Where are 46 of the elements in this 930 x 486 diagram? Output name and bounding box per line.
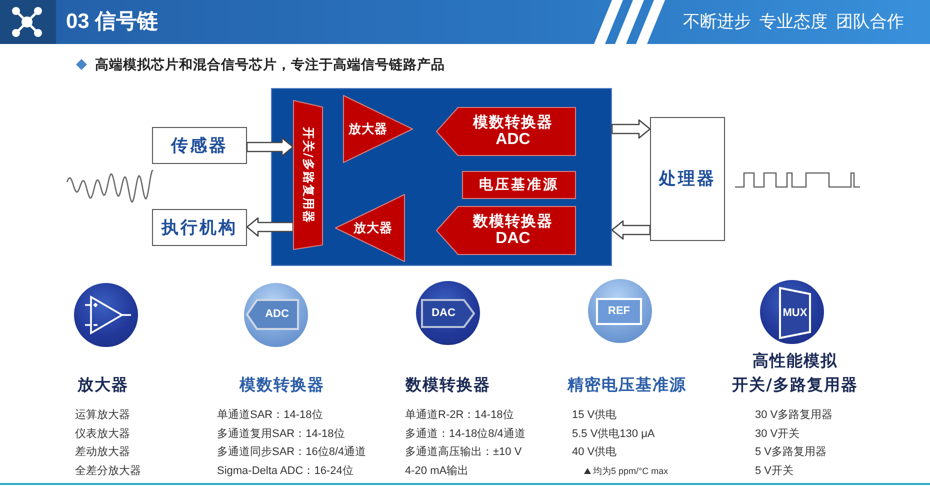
spec-item: 多通道：14-18位8/4通道 bbox=[405, 426, 526, 440]
spec-item: 5 V开关 bbox=[755, 464, 794, 478]
pentagon-tag: DAC bbox=[421, 299, 475, 328]
block-arrow bbox=[246, 137, 294, 157]
spec-item: 全差分放大器 bbox=[75, 464, 141, 478]
chip-block bbox=[271, 88, 612, 266]
actuator-box: 执行机构 bbox=[152, 209, 247, 246]
product-heading: 数模转换器 bbox=[406, 374, 490, 396]
converter-pentagon: 模数转换器 ADC bbox=[436, 107, 576, 156]
sensor-box: 传感器 bbox=[152, 127, 247, 164]
spec-item: 5 V多路复用器 bbox=[755, 445, 827, 459]
amplifier-triangle: 放大器 bbox=[335, 194, 405, 262]
spec-item: 30 V开关 bbox=[755, 426, 800, 440]
spec-item: 多通道同步SAR：16位8/4通道 bbox=[217, 445, 366, 459]
rectangle-tag: REF bbox=[596, 298, 642, 325]
spec-item: 运算放大器 bbox=[75, 408, 130, 422]
spec-item: 多通道高压输出：±10 V bbox=[405, 445, 522, 459]
spec-item: 15 V供电 bbox=[572, 408, 617, 422]
spec-item: Sigma-Delta ADC：16-24位 bbox=[217, 464, 354, 478]
block-arrow bbox=[611, 119, 651, 139]
spec-item: 仪表放大器 bbox=[75, 426, 130, 440]
spec-item: 4-20 mA输出 bbox=[405, 464, 469, 478]
footnote: 均为5 ppm/°C max bbox=[593, 464, 668, 476]
processor-box: 处理器 bbox=[650, 117, 725, 241]
amplifier-triangle: 放大器 bbox=[343, 95, 413, 163]
trapezoid-tag: MUX bbox=[779, 287, 811, 339]
product-heading: 高性能模拟开关/多路复用器 bbox=[732, 350, 858, 396]
multiplexer-trapezoid: 开关/多路复用器 bbox=[293, 100, 323, 250]
page-title: 03 信号链 bbox=[66, 9, 158, 35]
spec-item: 差动放大器 bbox=[75, 445, 130, 459]
spec-item: 40 V供电 bbox=[572, 445, 617, 459]
spec-item: 5.5 V供电130 μA bbox=[572, 426, 655, 440]
spec-item: 30 V多路复用器 bbox=[755, 408, 833, 422]
block-arrow bbox=[611, 220, 651, 240]
reference-box: 电压基准源 bbox=[462, 171, 576, 199]
spec-item: 单通道SAR：14-18位 bbox=[217, 408, 323, 422]
subtitle: 高端模拟芯片和混合信号芯片，专注于高端信号链路产品 bbox=[95, 56, 445, 74]
converter-pentagon: 数模转换器 DAC bbox=[436, 206, 576, 255]
product-heading: 精密电压基准源 bbox=[568, 374, 686, 396]
product-heading: 模数转换器 bbox=[240, 374, 324, 396]
product-heading: 放大器 bbox=[78, 374, 128, 396]
block-arrow bbox=[246, 217, 294, 237]
slogan: 不断进步 专业态度 团队合作 bbox=[683, 11, 904, 34]
spec-item: 单通道R-2R：14-18位 bbox=[405, 408, 514, 422]
spec-item: 多通道复用SAR：14-18位 bbox=[217, 426, 345, 440]
pentagon-tag: ADC bbox=[246, 299, 299, 330]
